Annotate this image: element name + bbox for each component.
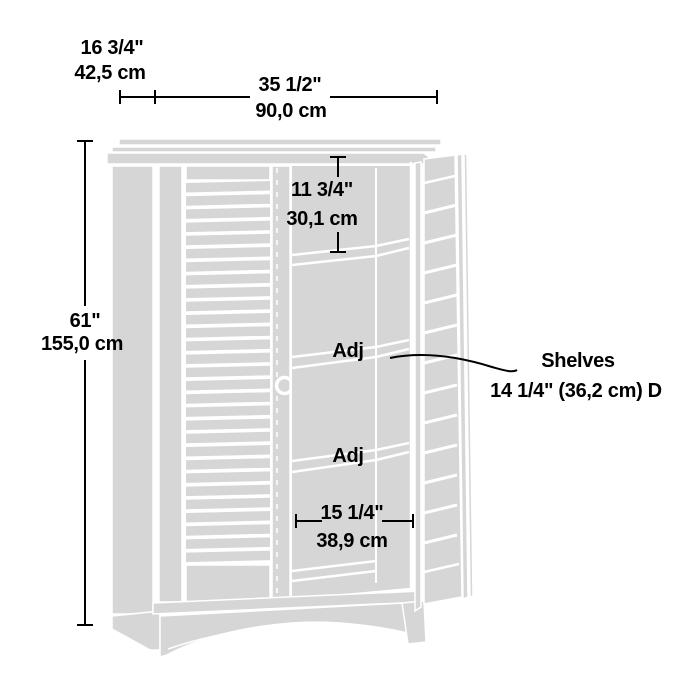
interior-width-metric-label: 38,9 cm: [316, 530, 387, 552]
width-metric-label: 90,0 cm: [255, 100, 326, 122]
shelves-leader-line: [389, 353, 518, 373]
cabinet-interior: [292, 166, 410, 600]
cabinet-crown-lower: [106, 152, 431, 165]
dimension-lines: [77, 90, 518, 626]
left-door-left-stile: [158, 165, 183, 603]
cabinet-crown-upper: [111, 146, 437, 153]
top-compartment-imperial-label: 11 3/4": [291, 179, 353, 201]
right-door-top-rail-line: [423, 174, 456, 185]
adj-shelf-lower-label: Adj: [332, 445, 363, 467]
depth-imperial-label: 16 3/4": [81, 37, 144, 59]
shelves-note-line2: 14 1/4" (36,2 cm) D: [490, 380, 662, 402]
cabinet-left-foot: [111, 610, 161, 651]
right-door-inner-edge: [414, 161, 422, 613]
width-imperial-label: 35 1/2": [259, 74, 322, 96]
dimension-labels: 16 3/4" 42,5 cm 35 1/2" 90,0 cm 61" 155,…: [41, 37, 662, 552]
shelves-note-line1: Shelves: [541, 350, 615, 372]
right-door-bottom-rail-line: [423, 562, 460, 574]
interior-width-imperial-label: 15 1/4": [321, 502, 384, 524]
right-door-outer-stile: [456, 153, 469, 601]
top-compartment-metric-label: 30,1 cm: [286, 208, 357, 230]
apron-highlight: [167, 625, 293, 650]
right-foot: [401, 600, 427, 645]
right-door-outer-edge: [463, 153, 474, 599]
cabinet-left-side: [111, 165, 154, 615]
left-door-top-rail: [185, 165, 271, 181]
louver-slats: [186, 181, 270, 563]
cabinet-top-slab: [118, 138, 442, 146]
height-imperial-label: 61": [70, 310, 101, 332]
apron-arch: [159, 601, 425, 658]
left-door-bottom-rail: [185, 564, 271, 603]
cabinet-drawing: [106, 138, 474, 658]
adj-shelf-upper-label: Adj: [332, 340, 363, 362]
depth-metric-label: 42,5 cm: [74, 62, 145, 84]
height-metric-label: 155,0 cm: [41, 333, 123, 355]
left-door-right-stile: [271, 165, 291, 603]
ladder-rungs: [423, 203, 458, 545]
